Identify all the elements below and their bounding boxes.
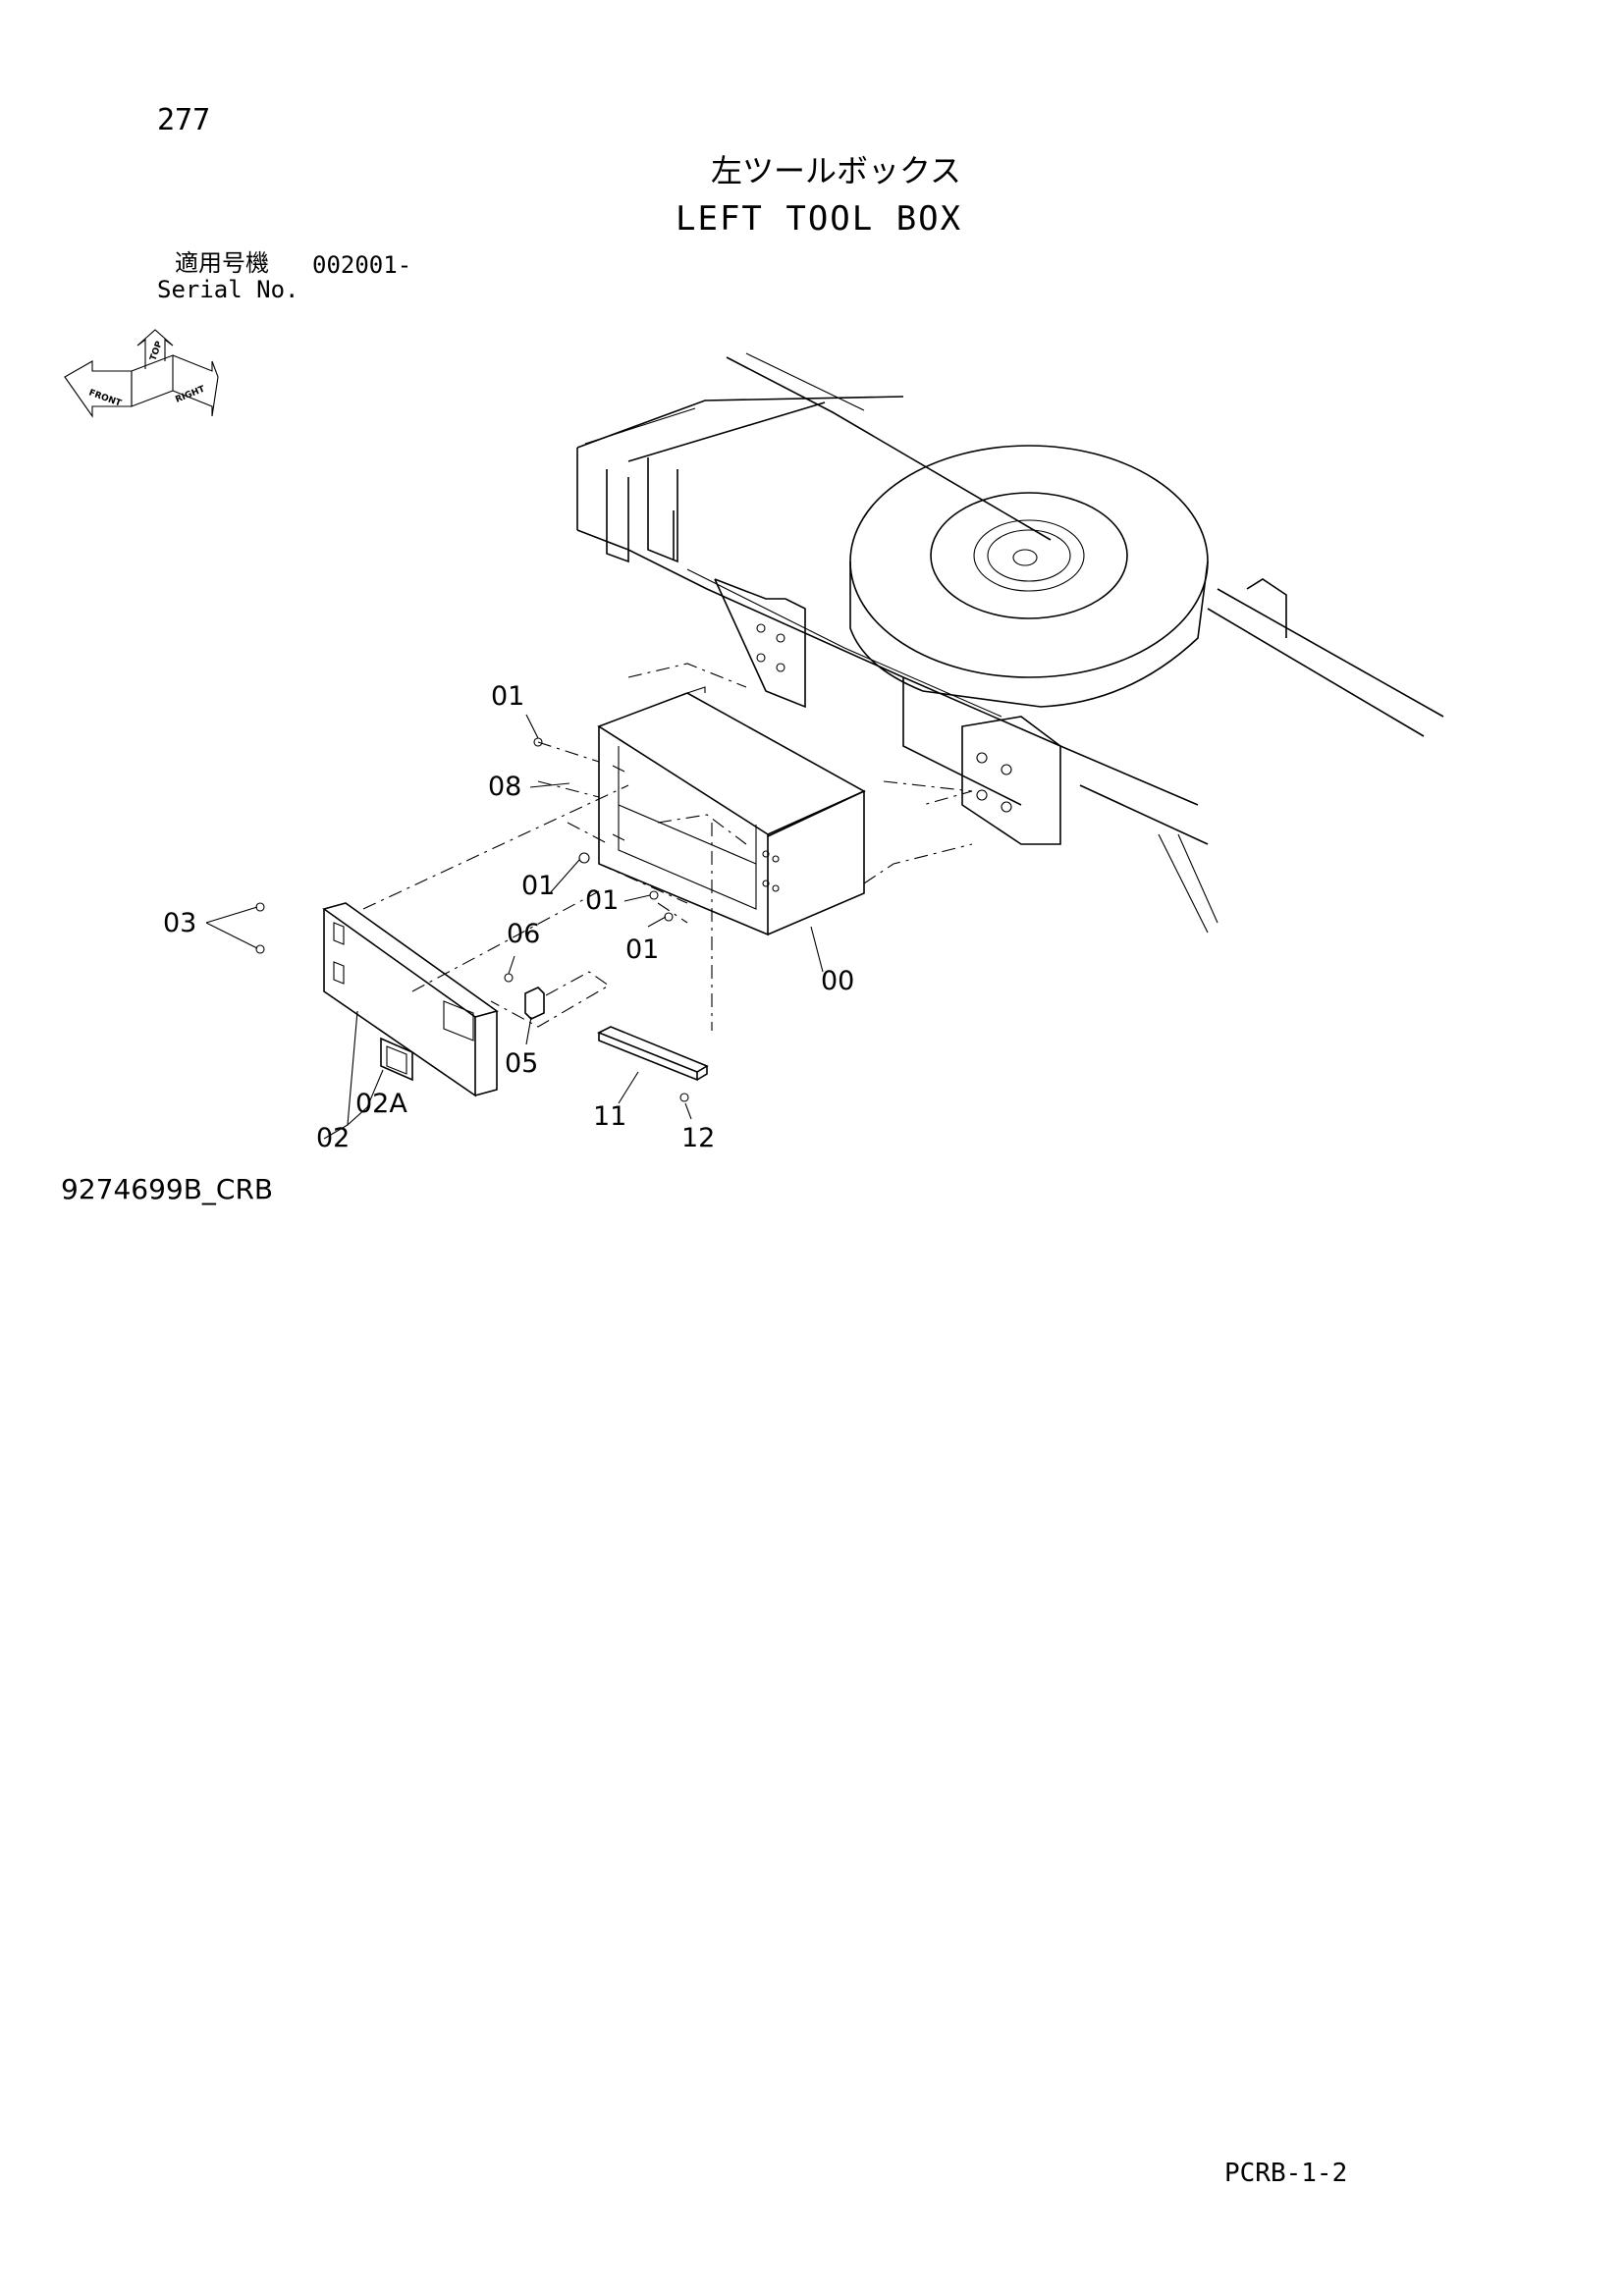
callout-00: 00	[821, 966, 854, 996]
sheet-id: PCRB-1-2	[1224, 2159, 1348, 2188]
orientation-cube-icon: TOP FRONT RIGHT	[64, 329, 219, 418]
callout-12: 12	[681, 1123, 715, 1153]
callout-labels: 01 08 01 01 01 00 03 06 05 02A 02 11 12	[163, 681, 854, 1153]
callout-06: 06	[507, 919, 540, 949]
drawing-id: 9274699B_CRB	[61, 1173, 274, 1205]
assembly-center-lines	[362, 663, 973, 1031]
callout-08: 08	[488, 772, 521, 802]
page-number: 277	[157, 103, 211, 137]
callout-11: 11	[593, 1101, 626, 1132]
tool-box-door	[322, 902, 499, 1097]
leader-lines	[205, 714, 824, 1140]
exploded-parts-drawing: TOP FRONT RIGHT	[64, 329, 1444, 1153]
callout-01-top: 01	[491, 681, 524, 712]
callout-01-bottom: 01	[625, 934, 659, 965]
tool-tray	[597, 1026, 709, 1082]
tool-box-body	[597, 686, 866, 936]
title-japanese: 左ツールボックス	[711, 152, 962, 189]
fastener-parts	[255, 737, 689, 1102]
serial-number-value: 002001-	[312, 251, 412, 279]
swing-circle	[849, 445, 1209, 708]
callout-02: 02	[316, 1123, 350, 1153]
callout-05: 05	[505, 1048, 538, 1079]
callout-01-left: 01	[521, 871, 555, 901]
door-lock-handle	[380, 1037, 413, 1082]
callout-02a: 02A	[355, 1089, 407, 1119]
upper-frame-structure	[576, 352, 1444, 934]
serial-label-japanese: 適用号機	[175, 249, 269, 277]
page-title: LEFT TOOL BOX	[676, 199, 963, 239]
callout-01-middle: 01	[585, 885, 619, 916]
callout-03: 03	[163, 908, 196, 938]
serial-label: Serial No.	[157, 276, 299, 303]
